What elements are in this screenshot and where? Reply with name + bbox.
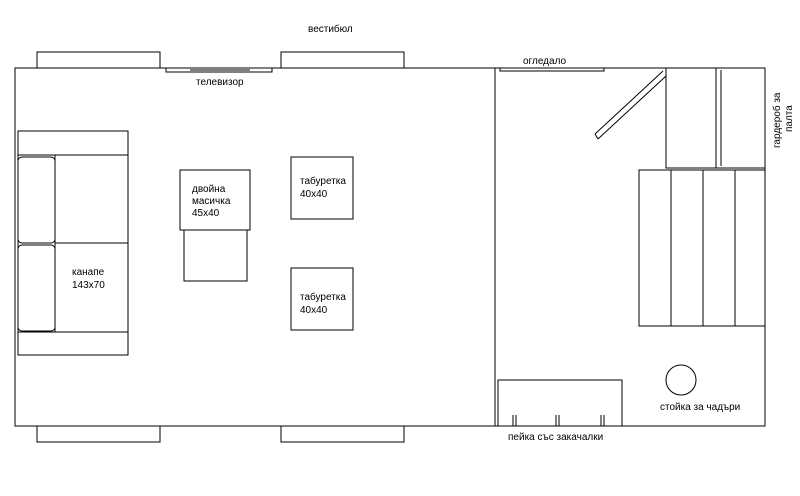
window-top-left xyxy=(36,51,161,69)
label-wardrobe-1: гардероб за xyxy=(771,92,783,148)
mirror xyxy=(499,67,605,72)
wardrobe-door-end xyxy=(594,133,599,140)
wardrobe-door-swing-b xyxy=(594,70,664,135)
label-stool1-2: 40x40 xyxy=(300,189,328,200)
label-vestibule: вестибюл xyxy=(308,23,353,35)
double-table xyxy=(179,169,251,231)
label-bench: пейка със закачалки xyxy=(508,432,603,443)
label-table-1: двойна xyxy=(192,184,226,195)
sofa-cushion-bottom xyxy=(17,244,56,332)
window-bottom-left xyxy=(36,425,161,443)
wardrobe-door-swing-a xyxy=(597,75,667,140)
bench xyxy=(497,379,623,427)
label-stool1-1: табуретка xyxy=(300,175,346,187)
label-table-2: масичка xyxy=(192,196,231,207)
label-stool2-2: 40x40 xyxy=(300,305,328,316)
sofa-cushion-top xyxy=(17,156,56,244)
label-wardrobe-2: палта xyxy=(784,105,795,132)
stool-bottom xyxy=(290,267,354,331)
label-sofa-1: канапе xyxy=(72,267,105,278)
table-extension xyxy=(183,229,248,282)
label-sofa-2: 143x70 xyxy=(72,280,105,291)
stool-top xyxy=(290,156,354,220)
label-tv: телевизор xyxy=(196,77,244,88)
umbrella-stand xyxy=(665,364,697,396)
label-mirror: огледало xyxy=(523,56,567,67)
window-top-center xyxy=(280,51,405,69)
label-stool2-1: табуретка xyxy=(300,291,346,303)
label-umbrella-stand: стойка за чадъри xyxy=(660,402,740,413)
shoe-cabinet xyxy=(638,169,766,327)
window-bottom-center xyxy=(280,425,405,443)
label-table-3: 45x40 xyxy=(192,208,220,219)
